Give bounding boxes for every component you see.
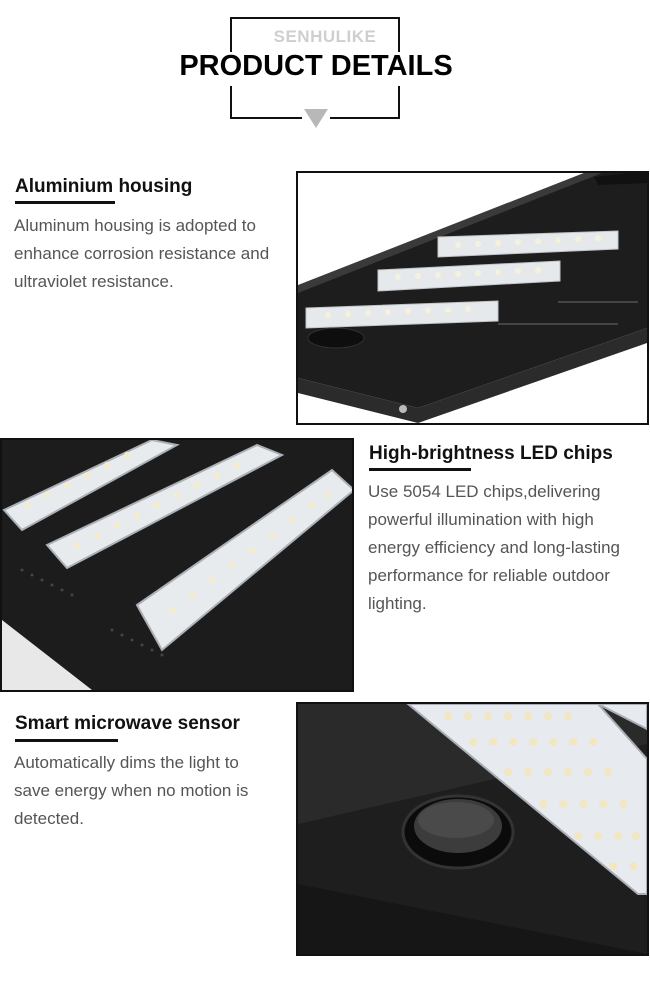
header-frame-bottom-right	[330, 117, 400, 119]
feature-description-housing: Aluminum housing is adopted to enhance c…	[14, 216, 270, 291]
feature-underline	[369, 468, 471, 471]
feature-title-sensor: Smart microwave sensor	[15, 713, 240, 734]
feature-description-led-chips: Use 5054 LED chips,delivering powerful i…	[368, 482, 621, 613]
header-frame-top	[230, 17, 400, 19]
feature-underline	[15, 739, 118, 742]
sensor-illustration	[298, 704, 647, 954]
feature-description-sensor: Automatically dims the light to save ene…	[14, 753, 249, 828]
triangle-down-icon	[304, 109, 328, 128]
header-frame-right-lower	[398, 86, 400, 119]
feature-title-housing: Aluminium housing	[15, 176, 193, 197]
led-chips-image	[0, 438, 354, 692]
brand-name: SENHULIKE	[273, 27, 377, 46]
feature-title-led-chips: High-brightness LED chips	[369, 443, 613, 464]
header-frame-right	[398, 17, 400, 52]
header-frame-left-lower	[230, 86, 232, 119]
led-chips-illustration	[2, 440, 352, 690]
header-frame-bottom-left	[230, 117, 302, 119]
housing-illustration	[298, 173, 647, 423]
page-header: SENHULIKE PRODUCT DETAILS	[0, 0, 650, 140]
feature-underline	[15, 201, 115, 204]
page-title: PRODUCT DETAILS	[179, 50, 453, 82]
housing-image	[296, 171, 649, 425]
sensor-image	[296, 702, 649, 956]
header-frame-left	[230, 17, 232, 52]
